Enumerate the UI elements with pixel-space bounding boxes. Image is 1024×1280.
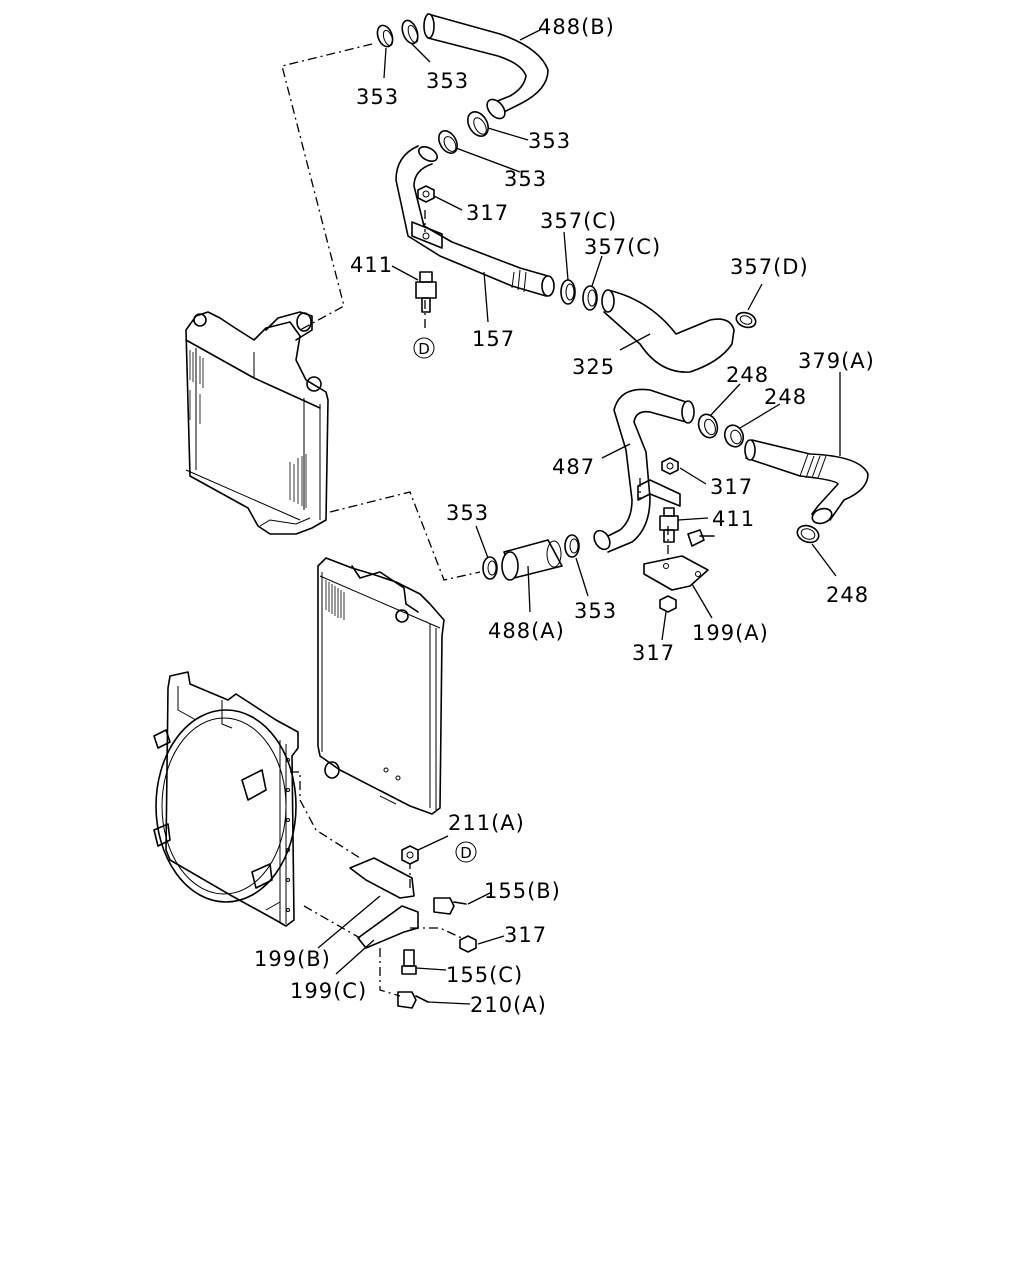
label-487: 487 [552, 455, 595, 479]
label-210a: 210(A) [470, 993, 547, 1017]
label-317-b: 317 [710, 475, 753, 499]
label-353-c: 353 [528, 129, 571, 153]
hose-325 [601, 289, 735, 373]
label-155c: 155(C) [446, 963, 523, 987]
ref-d-upper: D [418, 340, 430, 358]
label-317-c: 317 [632, 641, 675, 665]
label-248-a: 248 [726, 363, 769, 387]
intercooler [185, 311, 329, 535]
leader-lines [317, 29, 841, 1005]
label-488a: 488(A) [488, 619, 565, 643]
hose-379a [744, 439, 869, 525]
pipe-157 [395, 145, 555, 297]
label-199a: 199(A) [692, 621, 769, 645]
label-357c-1: 357(C) [540, 209, 617, 233]
label-411-a: 411 [350, 253, 393, 277]
fasteners [349, 185, 715, 1009]
fan-shroud [153, 671, 299, 927]
label-353-b: 353 [426, 69, 469, 93]
label-353-f: 353 [574, 599, 617, 623]
label-379a: 379(A) [798, 349, 875, 373]
label-157: 157 [472, 327, 515, 351]
label-317-d: 317 [504, 923, 547, 947]
pipe-487 [593, 388, 695, 553]
part-labels: 488(B) 353 353 353 353 317 357(C) 357(C)… [254, 15, 875, 1017]
label-248-b: 248 [764, 385, 807, 409]
label-199c: 199(C) [290, 979, 367, 1003]
label-155b: 155(B) [484, 879, 561, 903]
label-488b: 488(B) [538, 15, 615, 39]
label-357d: 357(D) [730, 255, 809, 279]
reference-markers: D D [413, 337, 477, 863]
label-317-a: 317 [466, 201, 509, 225]
label-353-a: 353 [356, 85, 399, 109]
hose-488a [501, 539, 563, 581]
label-353-e: 353 [446, 501, 489, 525]
label-211a: 211(A) [448, 811, 525, 835]
radiator [317, 557, 445, 815]
label-353-d: 353 [504, 167, 547, 191]
label-411-b: 411 [712, 507, 755, 531]
ref-d-lower: D [460, 844, 472, 862]
clamps [376, 19, 820, 580]
assembly-lines [281, 43, 669, 997]
hose-488b [423, 13, 549, 120]
label-199b: 199(B) [254, 947, 331, 971]
label-248-c: 248 [826, 583, 869, 607]
label-325: 325 [572, 355, 615, 379]
label-357c-2: 357(C) [584, 235, 661, 259]
